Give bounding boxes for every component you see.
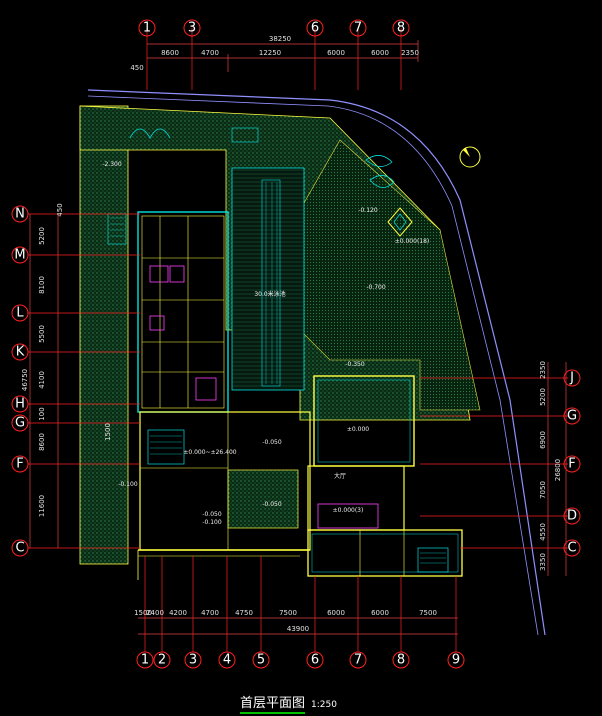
drawing-scale: 1:250 [311, 700, 337, 710]
top-total-dim: 38250 [269, 35, 291, 43]
left-dim-6: 11600 [38, 495, 46, 517]
bottom-total-dim: 43900 [287, 625, 309, 633]
top-dim-2: 4700 [201, 49, 219, 57]
elev-label-d: -0.700 [366, 284, 386, 291]
left-grid-label-f: F [16, 457, 23, 472]
left-total-dim: 46750 [21, 369, 29, 391]
bottom-grid-label-9: 9 [452, 653, 460, 668]
elev-label-g: -0.050 [262, 439, 282, 446]
left-small-dim-1: 450 [56, 203, 64, 216]
top-grid-label-6: 6 [311, 21, 319, 36]
elev-label-j: ±0.000~±26.400 [183, 449, 236, 456]
left-grid-label-n: N [15, 207, 25, 222]
bottom-grid-label-3: 3 [189, 653, 197, 668]
right-dim-5: 4550 [539, 523, 547, 541]
top-edge-dim: 450 [130, 64, 143, 72]
top-grid-bubbles [138, 19, 410, 37]
top-dim-4: 6000 [327, 49, 345, 57]
bottom-dim-5: 4750 [235, 609, 253, 617]
left-dim-3: 5500 [38, 325, 46, 343]
left-grid-label-m: M [14, 248, 25, 263]
bottom-dim-7: 6000 [327, 609, 345, 617]
bottom-dim-6: 7500 [279, 609, 297, 617]
elev-label-l: -0.100 [202, 519, 222, 526]
left-dimension-lines [28, 213, 140, 549]
left-dim-2: 8100 [38, 276, 46, 294]
right-total-dim: 26800 [554, 459, 562, 481]
left-small-dim-3: 1500 [104, 423, 112, 441]
bottom-dim-1: 1500 [134, 609, 152, 617]
bottom-grid-label-1: 1 [141, 653, 149, 668]
top-dim-3: 12250 [259, 49, 281, 57]
elev-label-b: -0.120 [358, 207, 378, 214]
bottom-grid-label-4: 4 [223, 653, 231, 668]
bottom-dim-8: 6000 [371, 609, 389, 617]
left-grid-bubbles [11, 205, 29, 557]
top-grid-label-7: 7 [354, 21, 362, 36]
right-grid-label-c: C [567, 541, 576, 556]
building-walls [107, 211, 463, 580]
bottom-dim-4: 4700 [201, 609, 219, 617]
right-grid-label-j: J [569, 371, 574, 386]
left-dim-4: 4100 [38, 371, 46, 389]
top-grid-label-8: 8 [397, 21, 405, 36]
top-dimension-lines [146, 28, 419, 90]
bottom-dim-3: 4200 [169, 609, 187, 617]
drawing-title-block: 首层平面图 1:250 [240, 692, 337, 714]
left-grid-label-l: L [16, 306, 24, 321]
bottom-dim-9: 7500 [419, 609, 437, 617]
elev-label-e: -0.350 [345, 361, 365, 368]
top-dim-5: 6000 [371, 49, 389, 57]
bottom-grid-label-6: 6 [311, 653, 319, 668]
elev-label-c: ±0.000(18) [395, 238, 430, 245]
elev-label-a: -2.300 [102, 161, 122, 168]
site-landscape [79, 89, 546, 636]
left-small-dim-2: 100 [38, 407, 46, 420]
right-grid-label-f: F [568, 457, 575, 472]
left-grid-label-h: H [15, 397, 25, 412]
bottom-dimension-lines [138, 556, 458, 652]
elev-label-m: -0.050 [262, 501, 282, 508]
bottom-grid-label-5: 5 [257, 653, 265, 668]
right-dim-3: 6900 [539, 431, 547, 449]
top-dim-6: 2350 [401, 49, 419, 57]
bottom-grid-label-7: 7 [354, 653, 362, 668]
bottom-grid-label-2: 2 [158, 653, 166, 668]
right-dim-6: 3350 [539, 553, 547, 571]
elev-label-k: -0.050 [202, 511, 222, 518]
bottom-grid-bubbles [136, 651, 465, 669]
top-dim-1: 8600 [161, 49, 179, 57]
top-grid-label-3: 3 [188, 21, 196, 36]
right-grid-label-d: D [567, 509, 577, 524]
left-dim-5: 8600 [38, 433, 46, 451]
pool-label: 30.0米泳池 [254, 290, 285, 298]
top-grid-label-1: 1 [143, 21, 151, 36]
floor-annotations: -2.300 -0.120 ±0.000(18) -0.700 -0.350 ±… [102, 161, 429, 526]
left-grid-label-g: G [15, 416, 25, 431]
hall-label: 大厅 [334, 472, 346, 480]
bottom-grid-label-8: 8 [397, 653, 405, 668]
right-dim-4: 7050 [539, 481, 547, 499]
right-dim-1: 2350 [539, 361, 547, 379]
elev-label-h: -0.100 [118, 481, 138, 488]
elev-label-i: ±0.000(3) [333, 507, 364, 514]
right-grid-label-g: G [567, 409, 577, 424]
left-grid-label-k: K [16, 345, 25, 360]
right-grid-bubbles [563, 369, 581, 557]
bottom-dim-2: 2400 [146, 609, 164, 617]
left-dim-1: 5200 [38, 227, 46, 245]
right-dim-2: 5200 [539, 388, 547, 406]
left-grid-label-c: C [15, 541, 24, 556]
elev-label-f: ±0.000 [347, 426, 369, 433]
drawing-title: 首层平面图 [240, 692, 306, 714]
